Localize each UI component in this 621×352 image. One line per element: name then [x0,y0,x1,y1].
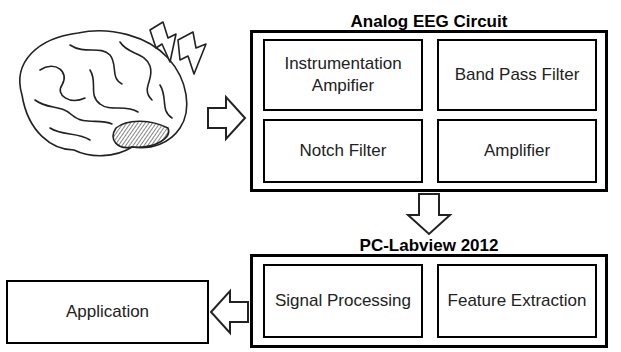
brain-outline [20,31,187,156]
gyrus [70,45,122,84]
cerebellum [113,121,168,147]
process-box: Band Pass Filter [437,39,597,111]
box-label: Amplifier [484,140,550,162]
gyrus [50,128,90,140]
box-label: Instrumentation Ampifier [271,53,415,97]
gyrus [40,66,85,100]
block-arrow [208,97,245,139]
block-arrow [211,291,248,333]
gyrus [160,85,172,118]
box-label: Band Pass Filter [455,64,580,86]
process-box: Feature Extraction [437,264,597,338]
process-box: Instrumentation Ampifier [263,39,423,111]
group-heading: PC-Labview 2012 [253,236,605,256]
software-group: PC-Labview 2012Signal ProcessingFeature … [250,254,608,348]
lightning-bolt [150,22,176,62]
box-label: Notch Filter [300,140,387,162]
box-label: Application [66,301,149,323]
group-heading: Analog EEG Circuit [253,12,605,32]
box-label: Signal Processing [275,290,411,312]
process-box: Amplifier [437,119,597,183]
box-label: Feature Extraction [448,290,587,312]
process-box: Notch Filter [263,119,423,183]
application-box: Application [6,280,209,344]
process-box: Signal Processing [263,264,423,338]
gyrus [120,42,152,100]
block-arrow [408,194,450,234]
lightning-bolt [178,32,206,74]
circuit-group: Analog EEG CircuitInstrumentation Ampifi… [250,30,608,192]
gyrus [90,70,138,112]
